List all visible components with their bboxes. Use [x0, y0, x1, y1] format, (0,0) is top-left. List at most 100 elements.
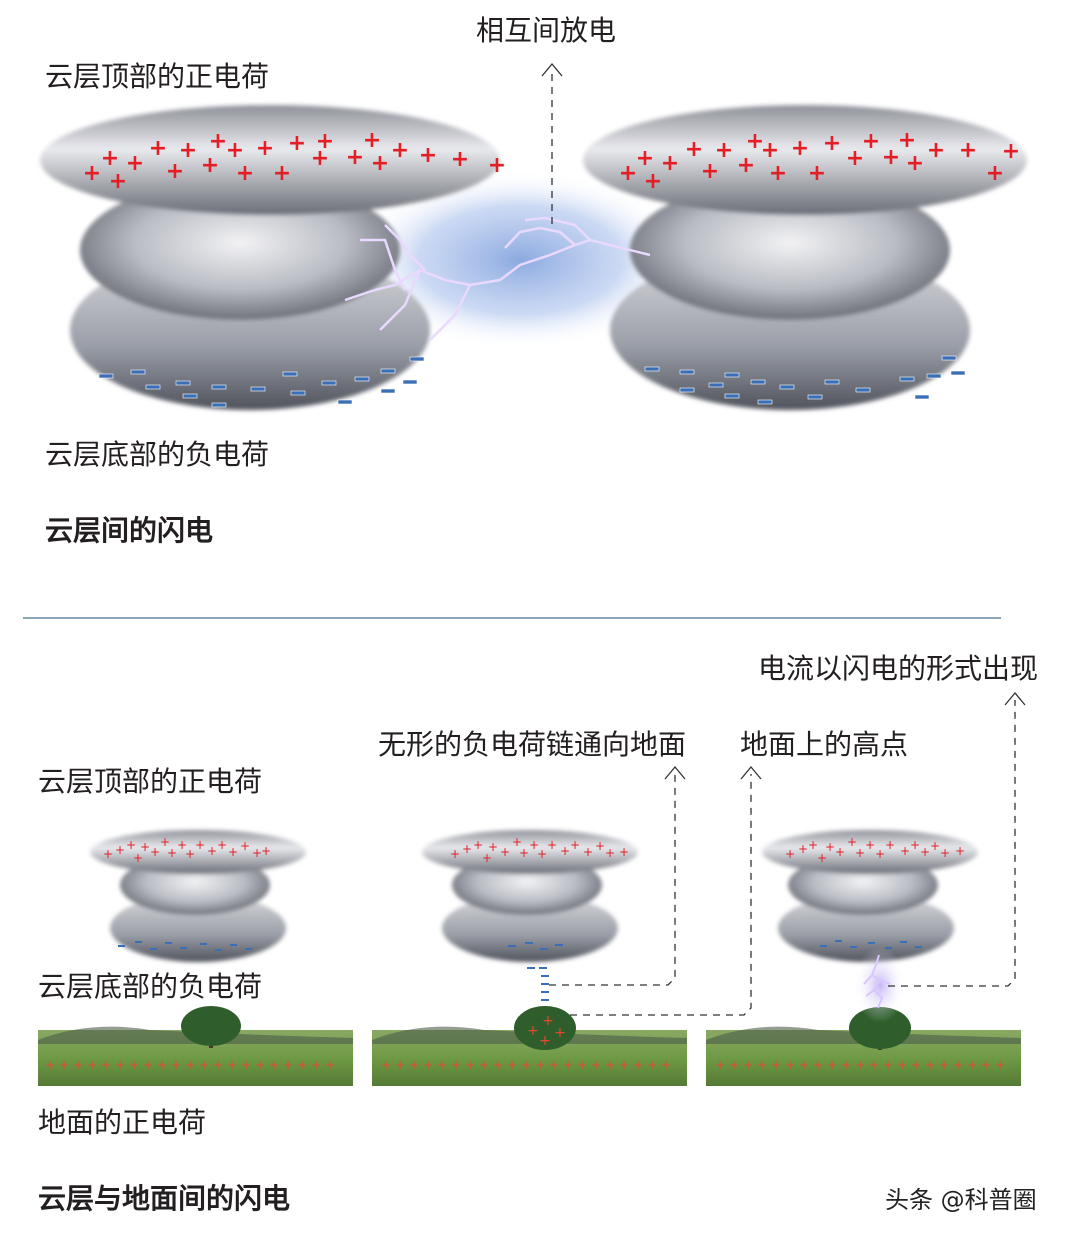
lightning-cloud-to-ground-icon [863, 954, 891, 1009]
label-bottom-negative-charge-2: 云层底部的负电荷 [38, 970, 263, 1003]
svg-text:+: + [240, 839, 250, 853]
svg-text:+: + [743, 1058, 753, 1072]
svg-text:+: + [213, 1058, 223, 1072]
svg-text:+: + [209, 129, 227, 154]
svg-text:+: + [512, 835, 522, 849]
svg-text:+: + [150, 845, 160, 859]
svg-text:+: + [126, 838, 136, 852]
svg-text:+: + [201, 153, 219, 178]
svg-text:+: + [199, 1058, 209, 1072]
svg-text:+: + [273, 161, 291, 186]
svg-text:+: + [149, 136, 167, 161]
svg-text:+: + [798, 842, 808, 856]
svg-text:+: + [813, 1058, 823, 1072]
svg-text:+: + [195, 838, 205, 852]
negative-charges-top [98, 355, 966, 408]
svg-text:+: + [661, 1058, 671, 1072]
svg-text:+: + [791, 136, 809, 161]
svg-text:+: + [570, 838, 580, 852]
svg-text:+: + [605, 1058, 615, 1072]
svg-text:+: + [865, 838, 875, 852]
svg-text:+: + [761, 138, 779, 163]
svg-text:+: + [241, 1058, 251, 1072]
svg-text:+: + [297, 1058, 307, 1072]
section-divider [23, 617, 1001, 619]
svg-text:+: + [73, 1058, 83, 1072]
svg-text:+: + [986, 161, 1004, 186]
svg-text:+: + [930, 839, 940, 853]
svg-text:+: + [808, 161, 826, 186]
svg-text:+: + [109, 169, 127, 194]
svg-text:+: + [785, 1058, 795, 1072]
svg-text:+: + [255, 1058, 265, 1072]
svg-text:+: + [381, 1058, 391, 1072]
svg-text:+: + [995, 1058, 1005, 1072]
svg-text:+: + [395, 1058, 405, 1072]
svg-text:+: + [547, 838, 557, 852]
svg-text:+: + [226, 138, 244, 163]
svg-text:+: + [160, 835, 170, 849]
ground-positive-charges: +++++ +++++ +++++ ++++++ +++++ +++++ +++… [45, 1058, 1005, 1072]
svg-text:+: + [391, 138, 409, 163]
tree-icon-3 [849, 1007, 911, 1050]
svg-text:+: + [482, 851, 492, 865]
svg-text:+: + [846, 146, 864, 171]
label-bottom-negative-charge: 云层底部的负电荷 [45, 438, 270, 471]
svg-text:+: + [967, 1058, 977, 1072]
svg-text:+: + [647, 1058, 657, 1072]
svg-text:+: + [825, 840, 835, 854]
label-discharge: 相互间放电 [476, 14, 617, 47]
svg-text:+: + [83, 161, 101, 186]
svg-text:+: + [115, 843, 125, 857]
svg-text:+: + [882, 145, 900, 170]
svg-text:+: + [911, 1058, 921, 1072]
svg-text:+: + [661, 151, 679, 176]
svg-text:+: + [537, 847, 547, 861]
svg-text:+: + [906, 151, 924, 176]
svg-text:+: + [87, 1058, 97, 1072]
svg-text:+: + [939, 1058, 949, 1072]
svg-text:+: + [419, 143, 437, 168]
small-cloud-2 [422, 830, 638, 962]
svg-text:+: + [808, 838, 818, 852]
svg-text:+: + [179, 138, 197, 163]
svg-text:+: + [841, 1058, 851, 1072]
svg-text:+: + [875, 847, 885, 861]
svg-text:+: + [157, 1058, 167, 1072]
svg-text:+: + [236, 161, 254, 186]
svg-text:+: + [103, 847, 113, 861]
svg-text:+: + [101, 1058, 111, 1072]
svg-text:+: + [835, 845, 845, 859]
arrow-high-point [570, 765, 762, 1016]
svg-text:+: + [959, 138, 977, 163]
svg-text:+: + [953, 1058, 963, 1072]
svg-text:+: + [549, 1058, 559, 1072]
svg-text:+: + [862, 129, 880, 154]
svg-text:+: + [488, 840, 498, 854]
svg-text:+: + [185, 847, 195, 861]
svg-text:+: + [529, 838, 539, 852]
svg-text:+: + [869, 1058, 879, 1072]
svg-text:+: + [746, 129, 764, 154]
svg-text:+: + [59, 1058, 69, 1072]
svg-text:+: + [539, 1033, 551, 1049]
watermark: 头条 @科普圈 [885, 1186, 1037, 1214]
svg-text:+: + [554, 1025, 566, 1041]
svg-text:+: + [542, 1013, 554, 1029]
svg-text:+: + [521, 1058, 531, 1072]
svg-text:+: + [885, 838, 895, 852]
label-top-positive-charge-2: 云层顶部的正电荷 [38, 765, 263, 798]
svg-text:+: + [473, 838, 483, 852]
svg-text:+: + [855, 1058, 865, 1072]
discharge-glow [350, 170, 690, 350]
svg-text:+: + [423, 1058, 433, 1072]
section-title-cloud-to-cloud: 云层间的闪电 [45, 514, 214, 547]
svg-text:+: + [311, 146, 329, 171]
svg-text:+: + [228, 845, 238, 859]
svg-text:+: + [910, 838, 920, 852]
svg-text:+: + [619, 845, 629, 859]
svg-text:+: + [479, 1058, 489, 1072]
svg-text:+: + [451, 147, 469, 172]
svg-text:+: + [217, 838, 227, 852]
svg-text:+: + [729, 1058, 739, 1072]
